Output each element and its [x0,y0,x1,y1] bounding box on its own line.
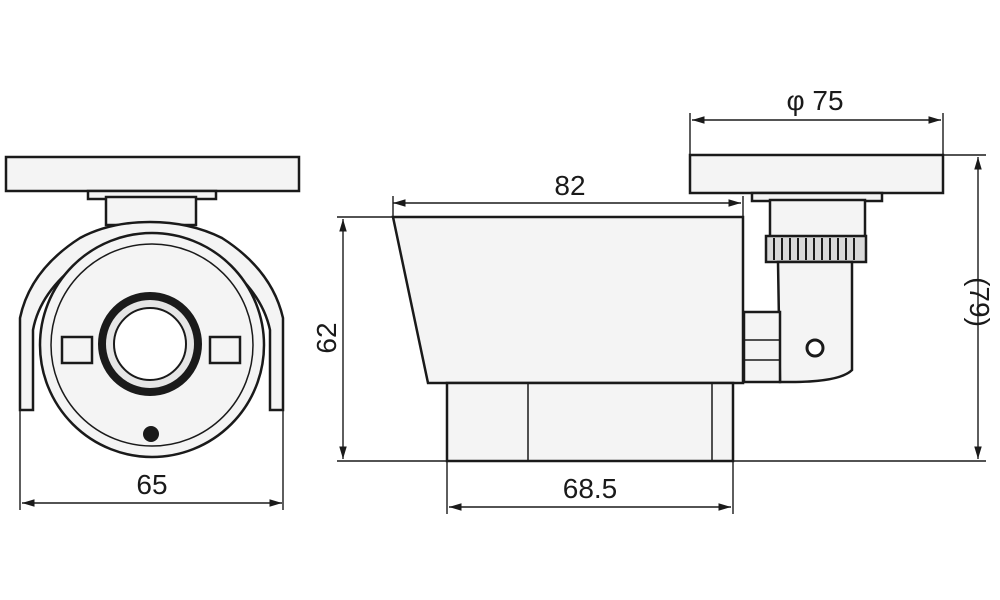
side-height-label: 62 [311,322,342,353]
side-view: 82 62 68.5 φ 75 (79) [311,85,995,514]
front-lens-inner [113,307,187,381]
front-sensor-dot [143,426,159,442]
side-bracket-arm [776,260,854,384]
front-ir-led-right [208,335,242,365]
total-height-label: (79) [964,277,995,327]
front-view: 65 [4,155,301,510]
side-mount-plate [688,153,945,195]
side-base-body [445,381,735,463]
side-knurl-lines [773,238,855,260]
side-bracket-clamp [742,310,782,384]
front-width-label: 65 [136,469,167,500]
mount-diameter-label: φ 75 [786,85,843,116]
front-mount-plate [4,155,301,193]
side-stem [768,198,867,240]
front-housing-inner [50,243,254,447]
side-length-label: 82 [554,170,585,201]
side-bracket-screw [805,338,825,358]
front-stem [104,195,198,227]
side-base-label: 68.5 [563,473,618,504]
front-ir-led-left [60,335,94,365]
side-housing [391,215,745,385]
